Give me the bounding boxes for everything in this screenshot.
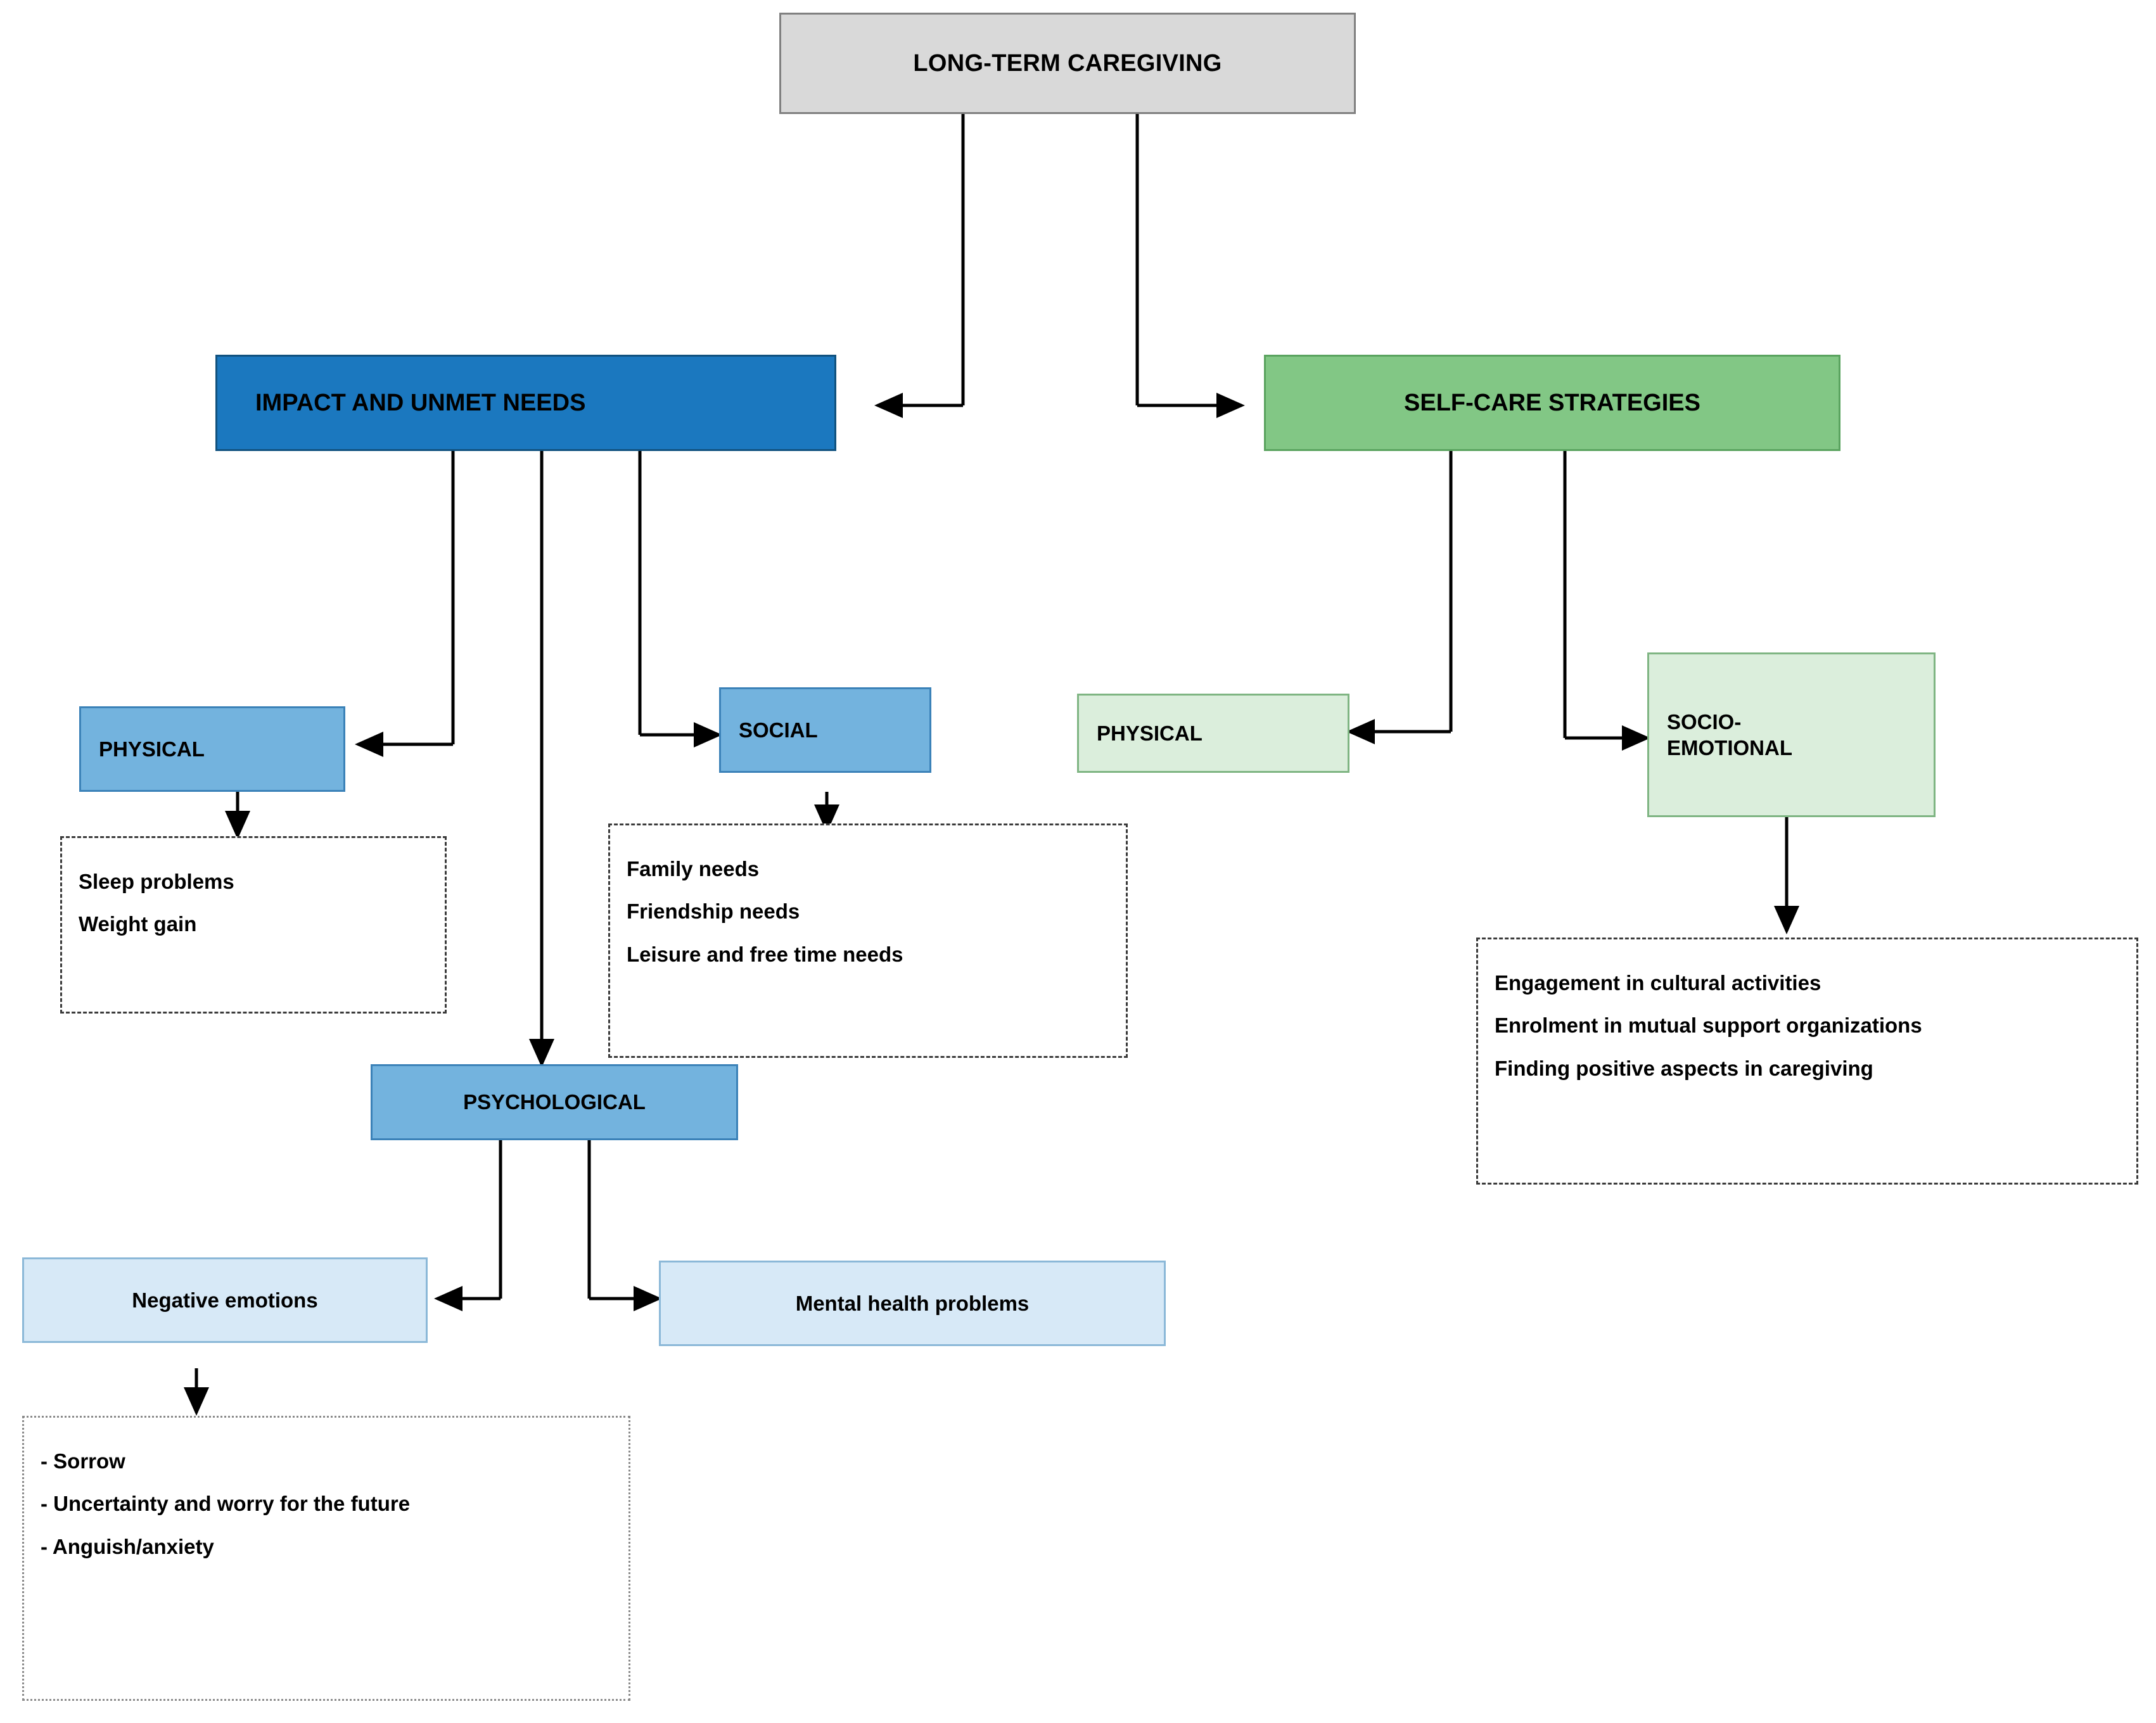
node-impact-social[interactable]: SOCIAL	[719, 687, 931, 773]
node-impact-psychological[interactable]: PSYCHOLOGICAL	[371, 1064, 738, 1140]
node-label: PHYSICAL	[99, 737, 205, 761]
node-negative-emotions[interactable]: Negative emotions	[22, 1257, 428, 1343]
panel-impact-social-details: Family needs Friendship needs Leisure an…	[608, 823, 1128, 1058]
node-label: IMPACT AND UNMET NEEDS	[255, 389, 586, 416]
detail-item: - Sorrow	[41, 1449, 125, 1473]
detail-item: Friendship needs	[627, 900, 800, 924]
detail-item: Weight gain	[79, 912, 197, 936]
panel-impact-physical-details: Sleep problems Weight gain	[60, 836, 447, 1014]
node-label: Negative emotions	[132, 1288, 318, 1312]
detail-item: Finding positive aspects in caregiving	[1495, 1056, 1873, 1080]
node-self-care-strategies[interactable]: SELF-CARE STRATEGIES	[1264, 355, 1840, 451]
node-label: PHYSICAL	[1097, 721, 1202, 745]
node-selfcare-physical[interactable]: PHYSICAL	[1077, 694, 1349, 773]
node-long-term-caregiving[interactable]: LONG-TERM CAREGIVING	[779, 13, 1356, 114]
detail-item: - Uncertainty and worry for the future	[41, 1492, 411, 1516]
detail-item: - Anguish/anxiety	[41, 1534, 214, 1558]
detail-item: Family needs	[627, 857, 760, 881]
node-impact-physical[interactable]: PHYSICAL	[79, 706, 345, 792]
node-label: Mental health problems	[795, 1291, 1030, 1315]
detail-item: Engagement in cultural activities	[1495, 971, 1821, 995]
node-impact-and-unmet-needs[interactable]: IMPACT AND UNMET NEEDS	[215, 355, 836, 451]
detail-item: Sleep problems	[79, 870, 234, 893]
panel-negative-emotions-details: - Sorrow - Uncertainty and worry for the…	[22, 1416, 630, 1701]
node-mental-health-problems[interactable]: Mental health problems	[659, 1261, 1166, 1346]
detail-item: Leisure and free time needs	[627, 942, 903, 966]
node-selfcare-socio-emotional[interactable]: SOCIO- EMOTIONAL	[1647, 652, 1936, 817]
node-label-line-2: EMOTIONAL	[1667, 736, 1792, 760]
node-label: SOCIAL	[739, 718, 818, 742]
panel-socio-emotional-details: Engagement in cultural activities Enrolm…	[1476, 938, 2138, 1185]
detail-item: Enrolment in mutual support organization…	[1495, 1014, 1922, 1038]
node-label: SELF-CARE STRATEGIES	[1404, 389, 1700, 416]
node-label: LONG-TERM CAREGIVING	[913, 49, 1222, 77]
node-label: PSYCHOLOGICAL	[463, 1090, 646, 1114]
node-label-line-1: SOCIO-	[1667, 709, 1742, 734]
